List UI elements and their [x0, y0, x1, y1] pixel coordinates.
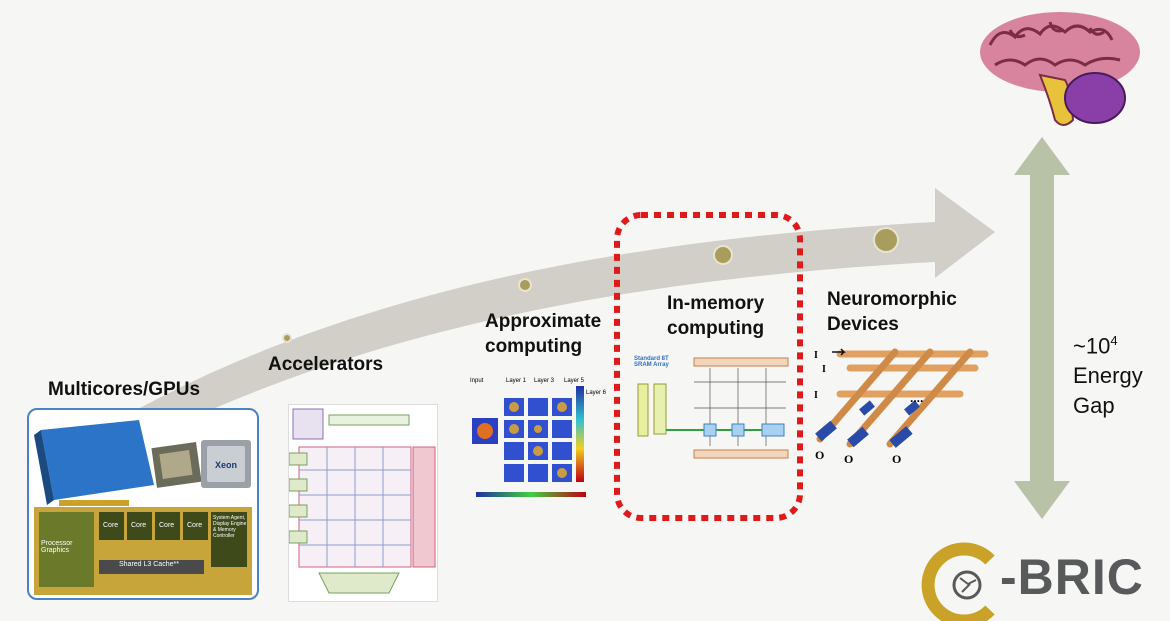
gpu-card-icon [34, 420, 154, 506]
svg-text:I: I [814, 390, 818, 401]
svg-text:....: .... [910, 391, 923, 405]
output-label-o1: O [815, 448, 825, 462]
stage-label-multicores: Multicores/GPUs [48, 379, 201, 400]
neuromorphic-panel: I I I .... O O O [810, 344, 1000, 466]
brain-icon [980, 12, 1140, 126]
cbric-logo-text: -BRIC [1000, 549, 1144, 605]
inmemory-highlight-box [614, 212, 803, 521]
energy-gap-arrow [1014, 137, 1070, 519]
sram-array-label: Standard 8T SRAM Array [634, 356, 669, 368]
progress-dot-3 [713, 245, 733, 265]
output-label-om: O [892, 452, 902, 466]
progress-dot-4 [873, 227, 899, 253]
chip-label-core-4: Core [187, 522, 203, 529]
chip-label-core-2: Core [131, 522, 147, 529]
approximate-panel: Input Layer 1 Layer 3 Layer 5 Layer 6 [466, 378, 606, 506]
colorbar-vertical [576, 386, 584, 482]
energy-gap-line2: Gap [1073, 393, 1115, 419]
energy-gap-value: ~104 [1073, 333, 1118, 359]
energy-gap-line1: Energy [1073, 363, 1143, 389]
cbric-logo-icon [921, 542, 995, 621]
processor-die-shot [34, 507, 252, 595]
approx-label-layer6: Layer 6 [586, 390, 607, 396]
approx-label-input: Input [470, 378, 484, 384]
stage-label-accelerators: Accelerators [268, 354, 384, 375]
approx-label-layer3: Layer 3 [534, 378, 555, 384]
stage-label-neuromorphic: Neuromorphic Devices [827, 289, 957, 335]
accelerator-array-diagram [289, 408, 436, 594]
inmemory-panel: Standard 8T SRAM Array [634, 356, 790, 464]
trend-arrow [60, 188, 995, 470]
svg-text:I: I [814, 350, 818, 361]
accelerators-panel [288, 404, 438, 602]
progress-dot-2 [518, 278, 532, 292]
chip-label-core-3: Core [159, 522, 175, 529]
stage-label-approximate: Approximate computing [485, 311, 602, 357]
crossbar-array-diagram: I I I .... [814, 348, 989, 448]
stage-label-inmemory: In-memory computing [667, 293, 765, 339]
energy-gap-label: ~104 Energy Gap [1073, 326, 1143, 421]
multicores-panel: Xeon Core Core Core Core Processor Graph… [27, 408, 259, 600]
chip-label-core-1: Core [103, 522, 119, 529]
sram-array-diagram [637, 357, 789, 459]
output-label-o2: O [844, 452, 854, 466]
chip-brand-label: Xeon [215, 460, 238, 470]
chip-label-cache: Shared L3 Cache** [119, 561, 179, 568]
progress-dot-1 [282, 333, 292, 343]
approx-label-layer1: Layer 1 [506, 378, 527, 384]
chip-label-agent: System Agent, Display Engine & Memory Co… [213, 515, 247, 539]
svg-text:I: I [822, 364, 826, 375]
colorbar-horizontal [476, 492, 586, 497]
chip-label-graphics: Processor Graphics [41, 540, 73, 554]
approx-label-layer5: Layer 5 [564, 378, 585, 384]
cpu-chip-icon [151, 440, 251, 488]
feature-map-grid [472, 398, 572, 482]
